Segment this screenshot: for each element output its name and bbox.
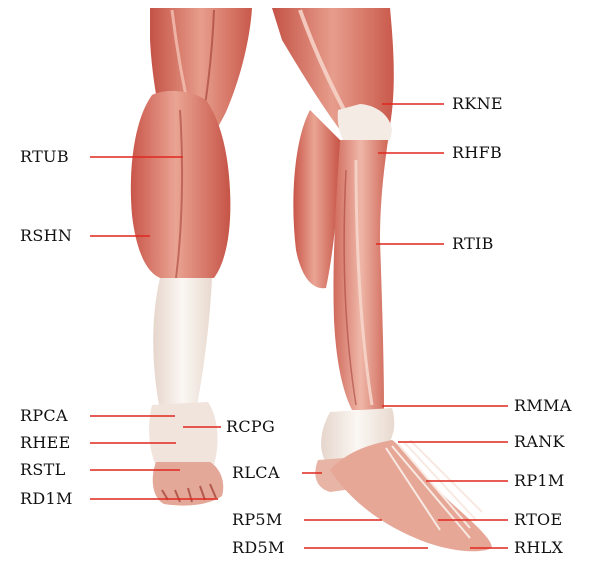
label-rtoe: RTOE (514, 511, 562, 529)
right-calf (293, 110, 340, 288)
label-rhfb: RHFB (452, 144, 502, 162)
label-rp1m: RP1M (514, 472, 565, 490)
label-rlca: RLCA (232, 464, 280, 482)
label-rhlx: RHLX (514, 539, 563, 557)
right-shin (333, 140, 388, 410)
label-rtib: RTIB (452, 235, 494, 253)
left-achilles (153, 278, 212, 410)
label-rshn: RSHN (20, 227, 72, 245)
label-rd5m: RD5M (232, 539, 285, 557)
label-rmma: RMMA (514, 397, 572, 415)
label-rd1m: RD1M (20, 490, 73, 508)
label-rpca: RPCA (20, 407, 68, 425)
label-rp5m: RP5M (232, 511, 283, 529)
label-rstl: RSTL (20, 461, 66, 479)
label-rtub: RTUB (20, 148, 69, 166)
right-leg-lateral (272, 8, 492, 551)
label-rcpg: RCPG (226, 418, 275, 436)
label-rkne: RKNE (452, 95, 503, 113)
left-heel (149, 402, 217, 470)
label-rank: RANK (514, 433, 565, 451)
label-rhee: RHEE (20, 434, 71, 452)
